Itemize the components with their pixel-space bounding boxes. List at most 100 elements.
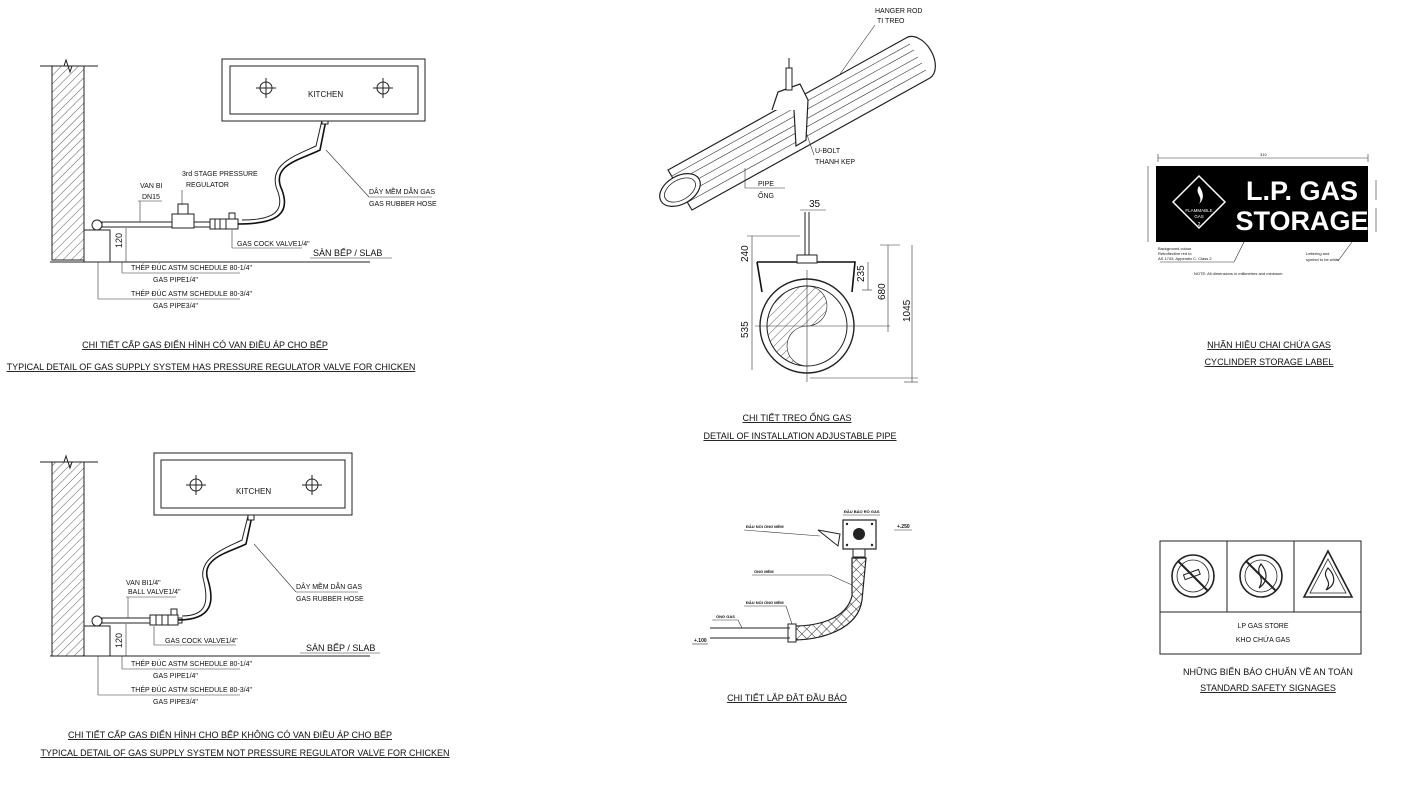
detail-1-with-regulator: KITCHEN VAN BI DN15 3rd STAGE PRESSURE R… bbox=[7, 58, 437, 372]
cock-valve bbox=[149, 614, 179, 626]
gas-pipe-label: ỐNG GAS bbox=[716, 614, 735, 619]
label-headline-2: STORAGE bbox=[1235, 206, 1368, 236]
wall-break-line bbox=[40, 58, 98, 74]
no-smoking-icon bbox=[1171, 554, 1215, 598]
hanger-rod-label-en: HANGER ROD bbox=[875, 8, 922, 15]
burner-icon bbox=[302, 475, 322, 495]
pipe-label-en: PIPE bbox=[758, 181, 774, 188]
note-letter-2: symbol to be white bbox=[1306, 257, 1340, 262]
clamp-top bbox=[757, 261, 856, 293]
regulator-label-1: 3rd STAGE PRESSURE bbox=[182, 171, 258, 178]
detail-2-without-regulator: KITCHEN VAN BI1/4" BALL VALVE1/4" DÂY MỀ… bbox=[40, 452, 450, 758]
wall-hatch bbox=[51, 65, 85, 261]
pipe1-label-en: GAS PIPE1/4" bbox=[153, 277, 198, 284]
hose-label-vn: DÂY MỀM DẪN GAS bbox=[369, 186, 435, 196]
detector-head-label: ĐẦU BÁO RÒ GAS bbox=[844, 509, 880, 514]
kitchen-inner bbox=[160, 459, 346, 509]
u-bolt bbox=[771, 83, 809, 148]
dim-240: 240 bbox=[740, 245, 751, 262]
level-top: +.250 bbox=[897, 524, 910, 530]
ball-valve-symbol bbox=[91, 615, 103, 627]
pipe-label-vn: ỐNG bbox=[758, 190, 774, 200]
kitchen-label: KITCHEN bbox=[308, 90, 343, 99]
flex-hose bbox=[793, 557, 867, 641]
ball-valve-symbol bbox=[91, 219, 103, 231]
pipe1-label-vn: THÉP ĐÚC ASTM SCHEDULE 80-1/4" bbox=[131, 659, 253, 668]
flammable-warning-icon bbox=[1302, 549, 1354, 598]
lp-gas-storage-label: 310 FLAMMABLE GAS 2 L.P. GAS STORAGE Bac… bbox=[1147, 152, 1377, 367]
hose-label: ỐNG MỀM bbox=[754, 569, 774, 574]
signage-title-vn: NHỮNG BIỂN BÁO CHUẨN VỀ AN TOÀN bbox=[1183, 666, 1353, 677]
note-bg-1: Background colour bbox=[1158, 246, 1192, 251]
hanger-title-en: DETAIL OF INSTALLATION ADJUSTABLE PIPE bbox=[703, 431, 896, 441]
pipe2-label-en: GAS PIPE3/4" bbox=[153, 699, 198, 706]
cylinder-box bbox=[83, 229, 111, 263]
hose-label-vn: DÂY MỀM DẪN GAS bbox=[296, 581, 362, 591]
detector-title: CHI TIẾT LẮP ĐẶT ĐẦU BÁO bbox=[727, 693, 847, 703]
dim-535: 535 bbox=[740, 321, 751, 338]
u-bolt-label-en: U-BOLT bbox=[815, 148, 841, 155]
slab-label: SÀN BẾP / SLAB bbox=[313, 248, 382, 258]
label-title-vn: NHÃN HIỆU CHAI CHỨA GAS bbox=[1207, 340, 1331, 350]
regulator-label-2: REGULATOR bbox=[186, 182, 229, 189]
label-title-en: CYCLINDER STORAGE LABEL bbox=[1205, 357, 1334, 367]
dim-680: 680 bbox=[877, 283, 888, 300]
pipe1-label-vn: THÉP ĐÚC ASTM SCHEDULE 80-1/4" bbox=[131, 263, 253, 272]
dn15-label: DN15 bbox=[142, 194, 160, 201]
van-bi-label: VAN BI bbox=[140, 183, 162, 190]
burner-icon bbox=[186, 475, 206, 495]
dim-35: 35 bbox=[809, 199, 821, 210]
pipe1-label-en: GAS PIPE1/4" bbox=[153, 673, 198, 680]
level-bottom: +.100 bbox=[694, 638, 707, 644]
note-bg-2: Retroflective red to bbox=[1158, 251, 1192, 256]
kitchen-inner bbox=[229, 65, 419, 115]
hose-label-en: GAS RUBBER HOSE bbox=[369, 201, 437, 208]
rubber-hose bbox=[177, 515, 253, 621]
detector-sensor bbox=[853, 528, 865, 540]
no-open-flame-icon bbox=[1239, 554, 1283, 598]
dim-1045: 1045 bbox=[902, 299, 913, 322]
hanger-title-vn: CHI TIẾT TREO ỐNG GAS bbox=[742, 412, 851, 423]
diamond-number: 2 bbox=[1198, 222, 1201, 228]
pipe2-label-vn: THÉP ĐÚC ASTM SCHEDULE 80-3/4" bbox=[131, 289, 253, 298]
hanger-rod-label-vn: TI TREO bbox=[877, 18, 905, 25]
hanger-rod bbox=[785, 67, 793, 91]
note-dims: NOTE: All dimensions in millimetres and … bbox=[1194, 271, 1283, 276]
diamond-text-1: FLAMMABLE bbox=[1185, 208, 1212, 213]
detail-2-title-vn: CHI TIẾT CẤP GAS ĐIỂN HÌNH CHO BẾP KHÔNG… bbox=[68, 729, 392, 740]
dim-120: 120 bbox=[114, 633, 124, 648]
rubber-hose bbox=[237, 119, 327, 225]
detail-1-title-en: TYPICAL DETAIL OF GAS SUPPLY SYSTEM HAS … bbox=[7, 362, 416, 372]
safety-signages: LP GAS STORE KHO CHỨA GAS NHỮNG BIỂN BÁO… bbox=[1159, 540, 1362, 693]
note-bg-3: AS 1743, Appendix C, Class 2 bbox=[1158, 256, 1212, 261]
detail-2-title-en: TYPICAL DETAIL OF GAS SUPPLY SYSTEM NOT … bbox=[40, 748, 449, 758]
pipe2-label-en: GAS PIPE3/4" bbox=[153, 303, 198, 310]
note-letter-1: Lettering and bbox=[1306, 251, 1329, 256]
burner-icon bbox=[256, 78, 276, 98]
regulator-cap bbox=[177, 203, 189, 215]
pipe2-label-vn: THÉP ĐÚC ASTM SCHEDULE 80-3/4" bbox=[131, 685, 253, 694]
gas-detector-install: ĐẦU NỐI ỐNG MỀM ĐẦU BÁO RÒ GAS ỐNG MỀM Đ… bbox=[692, 509, 912, 703]
signage-title-en: STANDARD SAFETY SIGNAGES bbox=[1200, 683, 1336, 693]
wall-break-line bbox=[40, 454, 98, 470]
label-dim-top: 310 bbox=[1260, 152, 1267, 157]
detail-1-title-vn: CHI TIẾT CẤP GAS ĐIỂN HÌNH CÓ VAN ĐIỀU Á… bbox=[82, 339, 328, 350]
burner-icon bbox=[373, 78, 393, 98]
wall-hatch bbox=[51, 461, 85, 657]
connector-label-1: ĐẦU NỐI ỐNG MỀM bbox=[746, 524, 784, 529]
label-headline-1: L.P. GAS bbox=[1246, 176, 1358, 206]
ball-valve-label-vn: VAN BI1/4" bbox=[126, 580, 161, 587]
pipe-end bbox=[659, 173, 701, 207]
ball-valve-label-en: BALL VALVE1/4" bbox=[128, 589, 181, 596]
cock-valve bbox=[209, 218, 239, 230]
store-label-en: LP GAS STORE bbox=[1237, 623, 1288, 630]
cylinder-box bbox=[83, 625, 111, 657]
dim-120: 120 bbox=[114, 233, 124, 248]
flammable-diamond-icon bbox=[1171, 174, 1227, 230]
kitchen-label: KITCHEN bbox=[236, 487, 271, 496]
flame-icon bbox=[1197, 186, 1203, 204]
hose-label-en: GAS RUBBER HOSE bbox=[296, 596, 364, 603]
dim-235: 235 bbox=[856, 265, 867, 282]
cock-valve-label: GAS COCK VALVE1/4" bbox=[237, 241, 310, 248]
